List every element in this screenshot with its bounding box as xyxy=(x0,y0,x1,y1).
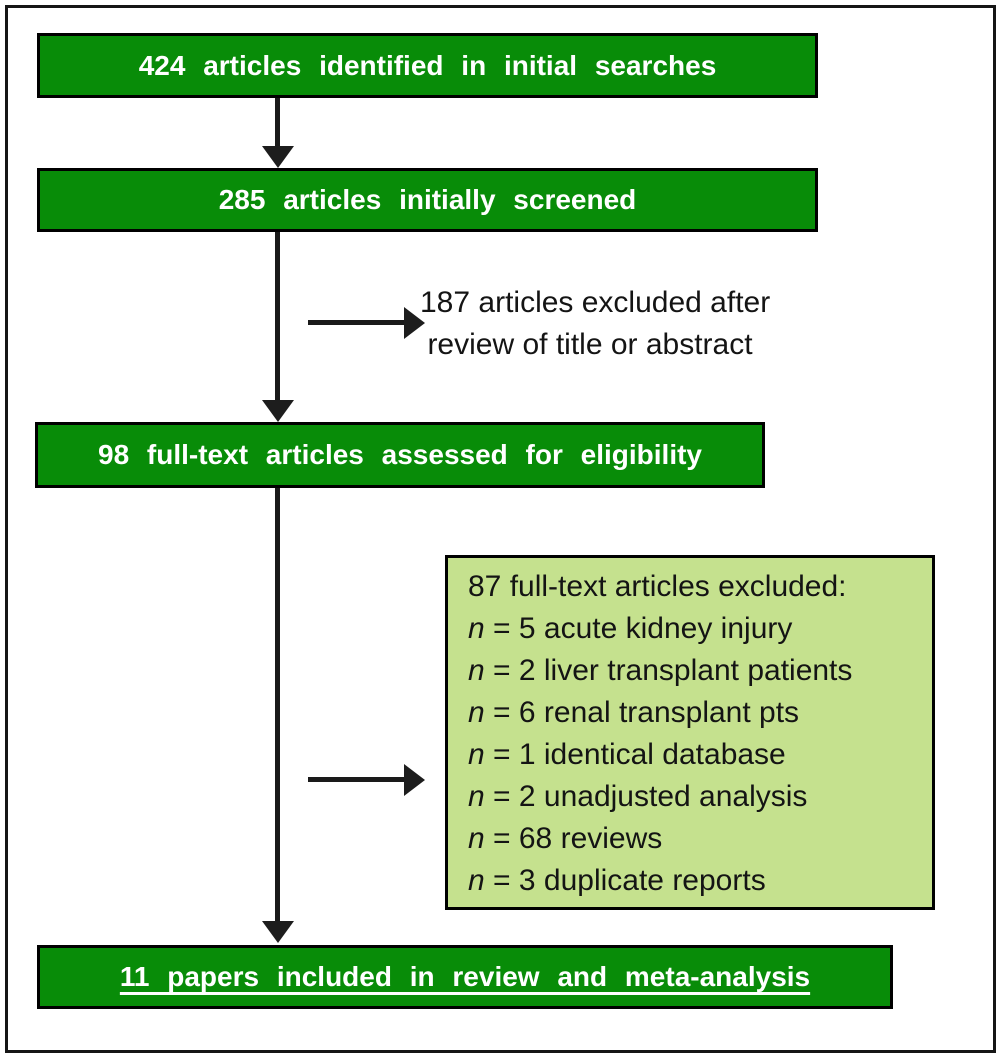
exclusion-item-n: n xyxy=(468,780,485,813)
exclusion-item-text: = 5 acute kidney injury xyxy=(484,612,793,645)
exclusion-note-line2: review of title or abstract xyxy=(427,328,753,361)
flow-box-screened-label: 285 articles initially screened xyxy=(218,184,637,215)
outer-border xyxy=(5,5,996,1053)
exclusion-item-n: n xyxy=(468,738,485,771)
down-arrow-3-shaft xyxy=(275,488,280,923)
flow-box-assessed: 98 full-text articles assessed for eligi… xyxy=(35,422,765,488)
down-arrow-2-head xyxy=(262,400,294,422)
title-abstract-exclusion-note: 187 articles excluded after review of ti… xyxy=(420,282,771,366)
fulltext-exclusion-box: 87 full-text articles excluded: n = 5 ac… xyxy=(445,555,935,910)
exclusion-item-n: n xyxy=(468,822,485,855)
exclusion-item-text: = 2 liver transplant patients xyxy=(484,654,853,687)
flow-box-screened: 285 articles initially screened xyxy=(37,168,818,232)
flow-box-identified: 424 articles identified in initial searc… xyxy=(37,33,818,98)
exclusion-item-text: = 6 renal transplant pts xyxy=(484,696,800,729)
exclusion-item: n = 2 unadjusted analysis xyxy=(468,776,932,818)
exclusion-item-text: = 3 duplicate reports xyxy=(484,864,766,897)
exclusion-item: n = 5 acute kidney injury xyxy=(468,608,932,650)
exclusion-item-text: = 2 unadjusted analysis xyxy=(484,780,808,813)
exclusion-item-n: n xyxy=(468,654,485,687)
exclusion-item-n: n xyxy=(468,864,485,897)
exclusion-item: n = 1 identical database xyxy=(468,734,932,776)
right-arrow-2-head xyxy=(404,764,425,796)
exclusion-item-n: n xyxy=(468,696,485,729)
exclusion-item: n = 3 duplicate reports xyxy=(468,860,932,902)
exclusion-item-n: n xyxy=(468,612,485,645)
exclusion-box-title: 87 full-text articles excluded: xyxy=(468,570,847,603)
flow-box-identified-label: 424 articles identified in initial searc… xyxy=(138,49,717,81)
exclusion-item: n = 2 liver transplant patients xyxy=(468,650,932,692)
exclusion-note-line1: 187 articles excluded after xyxy=(420,286,771,319)
exclusion-item-text: = 68 reviews xyxy=(484,822,663,855)
down-arrow-1-head xyxy=(262,146,294,168)
down-arrow-3-head xyxy=(262,921,294,943)
exclusion-item: n = 68 reviews xyxy=(468,818,932,860)
flow-box-included: 11 papers included in review and meta-an… xyxy=(37,945,893,1009)
exclusion-item: n = 6 renal transplant pts xyxy=(468,692,932,734)
down-arrow-2-shaft xyxy=(275,232,280,402)
right-arrow-2-shaft xyxy=(308,777,404,782)
flow-box-included-label: 11 papers included in review and meta-an… xyxy=(119,961,811,992)
right-arrow-1-head xyxy=(404,307,425,339)
right-arrow-1-shaft xyxy=(308,320,404,325)
flow-box-assessed-label: 98 full-text articles assessed for eligi… xyxy=(98,439,702,470)
exclusion-item-text: = 1 identical database xyxy=(484,738,786,771)
down-arrow-1-shaft xyxy=(275,98,280,148)
